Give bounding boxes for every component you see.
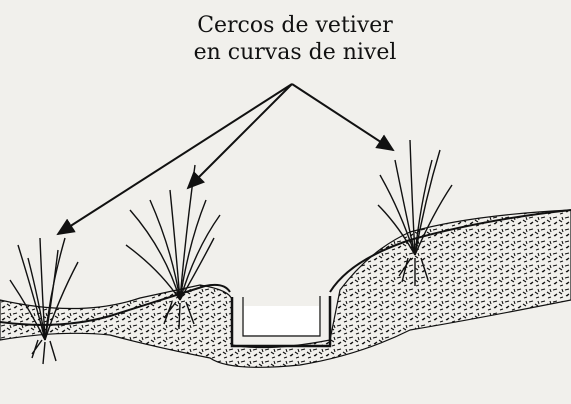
arrow-to-middle-plant	[186, 83, 293, 190]
caption-line-1: Cercos de vetiver	[197, 13, 393, 38]
soil-profile	[0, 209, 571, 368]
vetiver-plant-icon	[9, 237, 79, 365]
contour-ditch-icon	[230, 296, 332, 348]
vetiver-plant-icon	[377, 139, 453, 286]
vetiver-plant-icon	[125, 164, 221, 330]
diagram-caption: Cercos de vetiver en curvas de nivel	[176, 12, 414, 66]
arrow-to-left-plant	[56, 83, 293, 236]
arrow-to-right-plant	[291, 83, 395, 152]
caption-line-2: en curvas de nivel	[193, 40, 397, 65]
